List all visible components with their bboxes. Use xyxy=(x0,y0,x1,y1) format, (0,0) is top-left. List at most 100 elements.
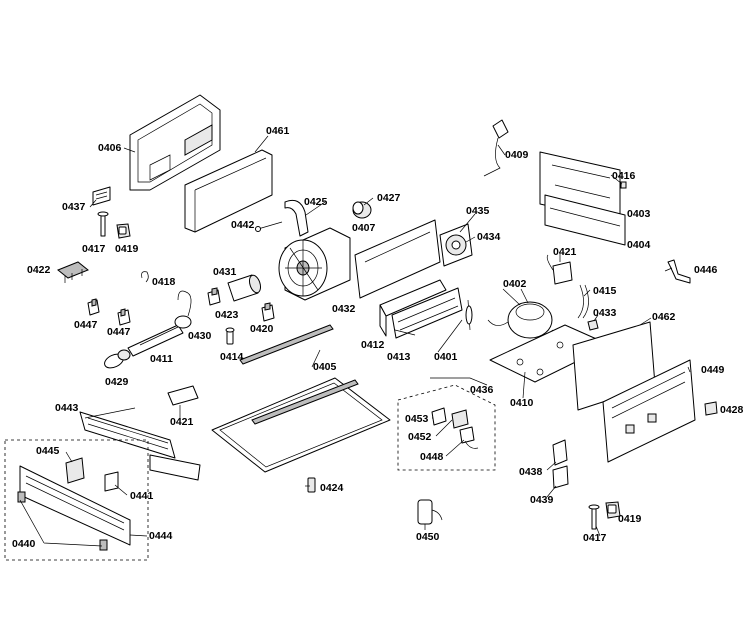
part-0407-fan-shroud xyxy=(278,227,351,301)
part-0419-foot-right xyxy=(605,501,621,519)
part-0429-lamp-socket xyxy=(104,349,131,369)
label-0413: 0413 xyxy=(387,351,411,363)
part-0427-knob xyxy=(352,201,372,219)
label-0438: 0438 xyxy=(519,466,543,478)
label-0443: 0443 xyxy=(55,402,79,414)
label-0447-a: 0447 xyxy=(74,319,98,331)
part-0404-panel xyxy=(544,194,626,246)
part-0442-pin xyxy=(255,221,283,232)
part-0438-bracket xyxy=(552,439,568,466)
part-0450-capacitor xyxy=(417,499,443,525)
label-0424: 0424 xyxy=(320,482,344,494)
label-0429: 0429 xyxy=(105,376,129,388)
label-0417-left: 0417 xyxy=(82,243,106,255)
part-0415-hose xyxy=(577,284,589,319)
label-0422: 0422 xyxy=(27,264,51,276)
label-0419-left: 0419 xyxy=(115,243,139,255)
part-0439-bracket xyxy=(552,465,569,489)
part-0425-bracket xyxy=(284,199,309,237)
part-0409-power-cord xyxy=(483,119,509,177)
part-0447-switch-b xyxy=(117,308,131,326)
label-0427: 0427 xyxy=(377,192,401,204)
label-0428: 0428 xyxy=(720,404,744,416)
part-0452-overload xyxy=(451,409,469,429)
label-0436: 0436 xyxy=(470,384,494,396)
label-0450: 0450 xyxy=(416,531,440,543)
label-0401: 0401 xyxy=(434,351,458,363)
label-0447-b: 0447 xyxy=(107,326,131,338)
part-0422-cover xyxy=(57,261,89,283)
part-0448-terminal xyxy=(459,426,479,449)
part-0461-panel xyxy=(184,149,273,233)
part-0453-relay xyxy=(431,407,447,426)
part-0445-cover xyxy=(65,457,85,484)
part-0420-holder xyxy=(261,302,275,322)
part-0449-control-board xyxy=(602,359,696,463)
part-0440-tab-b xyxy=(99,539,108,551)
label-0434: 0434 xyxy=(477,231,501,243)
label-0423: 0423 xyxy=(215,309,239,321)
group-outline-grille xyxy=(4,439,149,561)
label-0414: 0414 xyxy=(220,351,244,363)
leader-lines xyxy=(19,135,691,547)
label-0462: 0462 xyxy=(652,311,676,323)
label-0448: 0448 xyxy=(420,451,444,463)
label-0441: 0441 xyxy=(130,490,154,502)
part-0430-connector xyxy=(174,290,192,329)
part-0421-bracket-lower xyxy=(167,385,199,406)
label-0405: 0405 xyxy=(313,361,337,373)
part-0423-holder xyxy=(207,287,221,306)
label-0411: 0411 xyxy=(150,353,173,365)
label-0431: 0431 xyxy=(213,266,237,278)
part-0413-evaporator-block xyxy=(391,287,463,339)
label-0404: 0404 xyxy=(627,239,651,251)
part-0428-clip xyxy=(704,401,718,416)
label-0420: 0420 xyxy=(250,323,274,335)
part-0440-tab-a xyxy=(17,491,26,503)
part-0412-evaporator xyxy=(379,279,447,337)
part-0441-bracket xyxy=(104,471,119,492)
part-0443-grille xyxy=(79,411,201,481)
label-0417-right: 0417 xyxy=(583,532,607,544)
label-0444: 0444 xyxy=(149,530,173,542)
part-0421-relay-top xyxy=(546,254,573,285)
part-0417-screw-right xyxy=(588,504,600,530)
part-0437-bracket xyxy=(92,186,111,206)
label-0445: 0445 xyxy=(36,445,60,457)
part-0419-foot-left xyxy=(116,223,131,239)
part-0432-plate xyxy=(354,219,441,299)
label-0432: 0432 xyxy=(332,303,356,315)
label-0409: 0409 xyxy=(505,149,529,161)
label-0418: 0418 xyxy=(152,276,176,288)
part-0446-bracket xyxy=(667,259,691,284)
part-0416-clip xyxy=(620,181,627,189)
label-0403: 0403 xyxy=(627,208,651,220)
label-0449: 0449 xyxy=(701,364,725,376)
label-0412: 0412 xyxy=(361,339,385,351)
label-0442: 0442 xyxy=(231,219,255,231)
label-0433: 0433 xyxy=(593,307,617,319)
label-0461: 0461 xyxy=(266,125,290,137)
part-0433-nut xyxy=(587,319,599,331)
label-0425: 0425 xyxy=(304,196,328,208)
label-0430: 0430 xyxy=(188,330,212,342)
part-0402-compressor xyxy=(487,301,558,349)
part-0417-screw-left xyxy=(97,211,109,237)
part-0444-grille-front xyxy=(19,465,131,546)
part-0424-clip xyxy=(307,477,316,493)
label-0439: 0439 xyxy=(530,494,554,506)
label-0402: 0402 xyxy=(503,278,527,290)
part-0431-capacitor xyxy=(227,274,262,302)
part-0435-fan xyxy=(439,223,473,267)
part-0411-lamp-tube xyxy=(127,324,184,357)
label-0407: 0407 xyxy=(352,222,376,234)
label-0419-right: 0419 xyxy=(618,513,642,525)
label-0435: 0435 xyxy=(466,205,490,217)
label-0406: 0406 xyxy=(98,142,122,154)
label-0452: 0452 xyxy=(408,431,432,443)
group-outline-relay xyxy=(397,384,496,471)
label-0410: 0410 xyxy=(510,397,534,409)
label-0453: 0453 xyxy=(405,413,429,425)
label-0416: 0416 xyxy=(612,170,636,182)
